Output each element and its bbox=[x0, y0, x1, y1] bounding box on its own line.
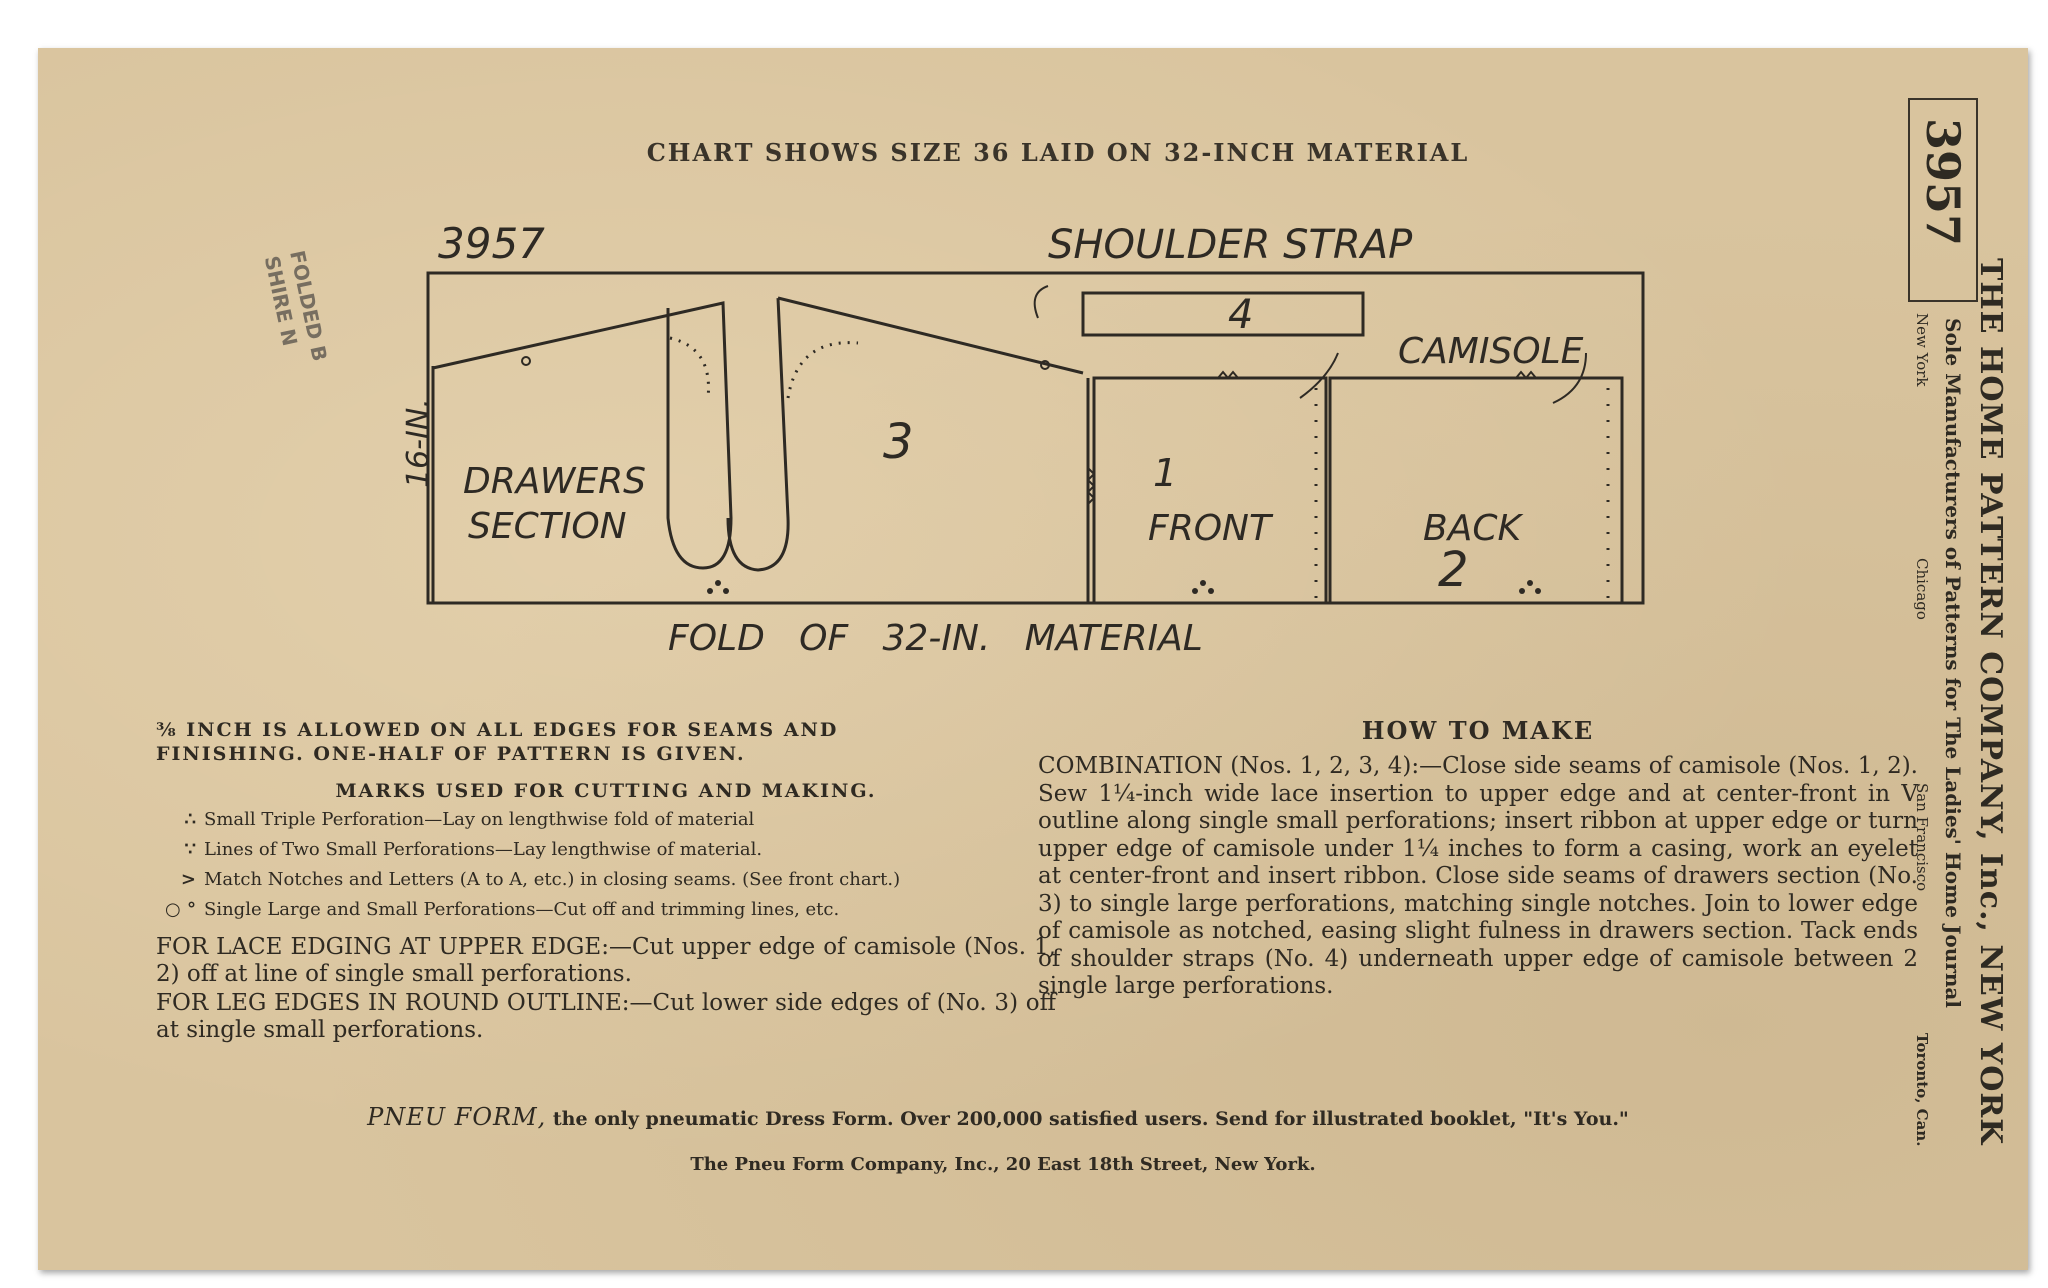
drawers-label-line1: DRAWERS bbox=[463, 461, 646, 502]
back-zigzag bbox=[1515, 370, 1537, 380]
notch-icon: > bbox=[180, 869, 196, 890]
mark-item: > Match Notches and Letters (A to A, etc… bbox=[156, 868, 1056, 892]
shoulder-strap-label: SHOULDER STRAP bbox=[1048, 222, 1413, 268]
folded-stamp: FOLDED B SHIRE N bbox=[153, 248, 343, 438]
pneu-form-brand: PNEU FORM, bbox=[367, 1103, 547, 1131]
seam-allowance-line-1: ⅜ INCH IS ALLOWED ON ALL EDGES FOR SEAMS… bbox=[156, 719, 839, 741]
cutting-diagram: 3957 SHOULDER STRAP CAMISOLE 16-IN. 4 3 … bbox=[401, 219, 1645, 659]
material-outline bbox=[426, 271, 1645, 605]
camisole-arrow-1 bbox=[1299, 352, 1339, 399]
sidebar-city-chicago: Chicago bbox=[1913, 558, 1931, 620]
sidebar-number-box bbox=[1908, 98, 1978, 302]
pneu-form-address: The Pneu Form Company, Inc., 20 East 18t… bbox=[690, 1154, 1316, 1175]
piece-2-label: 2 bbox=[1438, 542, 1469, 598]
chart-title: CHART SHOWS SIZE 36 LAID ON 32-INCH MATE… bbox=[646, 138, 1470, 167]
camisole-label: CAMISOLE bbox=[1398, 331, 1584, 372]
how-to-make-body: COMBINATION (Nos. 1, 2, 3, 4):—Close sid… bbox=[1038, 753, 1918, 999]
piece-3-label: 3 bbox=[883, 414, 914, 470]
double-perforation-icon: ∵ bbox=[184, 839, 196, 860]
piece-1-label: 1 bbox=[1153, 451, 1177, 495]
perforation bbox=[1208, 588, 1214, 594]
mark-item: ○ ° Single Large and Small Perforations—… bbox=[156, 898, 1056, 922]
perforation bbox=[1535, 588, 1541, 594]
front-label: FRONT bbox=[1148, 508, 1274, 549]
drawers-dotted-curve bbox=[669, 336, 711, 399]
shoulder-strap-piece bbox=[1081, 291, 1365, 337]
sidebar-number: 3957 bbox=[1916, 118, 1970, 247]
sidebar-manufacturers: Sole Manufacturers of Patterns for The L… bbox=[1941, 318, 1965, 1008]
perforation bbox=[715, 580, 721, 586]
camisole-front-piece bbox=[1092, 376, 1328, 605]
shoulder-strap-brace bbox=[1033, 285, 1049, 319]
sidebar-city-sf: San Francisco bbox=[1913, 783, 1931, 892]
back-label: BACK bbox=[1423, 508, 1523, 549]
perforation bbox=[707, 588, 713, 594]
how-to-make-title: HOW TO MAKE bbox=[1361, 716, 1595, 745]
perforation bbox=[1200, 580, 1206, 586]
seam-allowance-line-2: FINISHING. ONE-HALF OF PATTERN IS GIVEN. bbox=[156, 743, 746, 765]
camisole-back-piece bbox=[1328, 376, 1624, 605]
drawers-label-line2: SECTION bbox=[468, 506, 627, 547]
perforation bbox=[1192, 588, 1198, 594]
sidebar-city-ny: New York bbox=[1913, 313, 1931, 387]
sidebar-city-toronto: Toronto, Can. bbox=[1913, 1033, 1931, 1147]
pneu-form-ad-text: the only pneumatic Dress Form. Over 200,… bbox=[552, 1108, 1629, 1130]
large-small-perforation-icon: ○ ° bbox=[165, 899, 196, 920]
how-to-make-section: HOW TO MAKE COMBINATION (Nos. 1, 2, 3, 4… bbox=[1038, 716, 1918, 1001]
leg-edges-note: FOR LEG EDGES IN ROUND OUTLINE:—Cut lowe… bbox=[156, 990, 1056, 1043]
pattern-number-label: 3957 bbox=[438, 219, 545, 268]
triple-perforation-icon: ∴ bbox=[184, 809, 196, 830]
perforation bbox=[1040, 360, 1050, 370]
front-zigzag bbox=[1217, 370, 1239, 380]
perforation bbox=[521, 356, 531, 366]
mark-item: ∴ Small Triple Perforation—Lay on length… bbox=[156, 808, 1056, 832]
drawers-dotted-curve-2 bbox=[786, 341, 859, 399]
perforation bbox=[723, 588, 729, 594]
fold-label: FOLD OF 32-IN. MATERIAL bbox=[668, 618, 1203, 659]
sidebar-company: THE HOME PATTERN COMPANY, Inc., NEW YORK bbox=[1973, 258, 2008, 1146]
mark-item: ∵ Lines of Two Small Perforations—Lay le… bbox=[156, 838, 1056, 862]
piece-4-label: 4 bbox=[1228, 292, 1253, 338]
perforation bbox=[1519, 588, 1525, 594]
lace-edging-note: FOR LACE EDGING AT UPPER EDGE:—Cut upper… bbox=[156, 934, 1056, 987]
pattern-envelope: CHART SHOWS SIZE 36 LAID ON 32-INCH MATE… bbox=[38, 48, 2028, 1270]
marks-title: MARKS USED FOR CUTTING AND MAKING. bbox=[335, 780, 877, 802]
cutting-instructions: ⅜ INCH IS ALLOWED ON ALL EDGES FOR SEAMS… bbox=[156, 718, 1056, 1044]
pneu-form-ad: PNEU FORM, the only pneumatic Dress Form… bbox=[198, 1103, 1798, 1131]
perforation bbox=[1527, 580, 1533, 586]
drawers-piece-outline bbox=[432, 296, 1084, 572]
camisole-arrow-2 bbox=[1552, 352, 1587, 404]
height-label: 16-IN. bbox=[401, 398, 436, 488]
